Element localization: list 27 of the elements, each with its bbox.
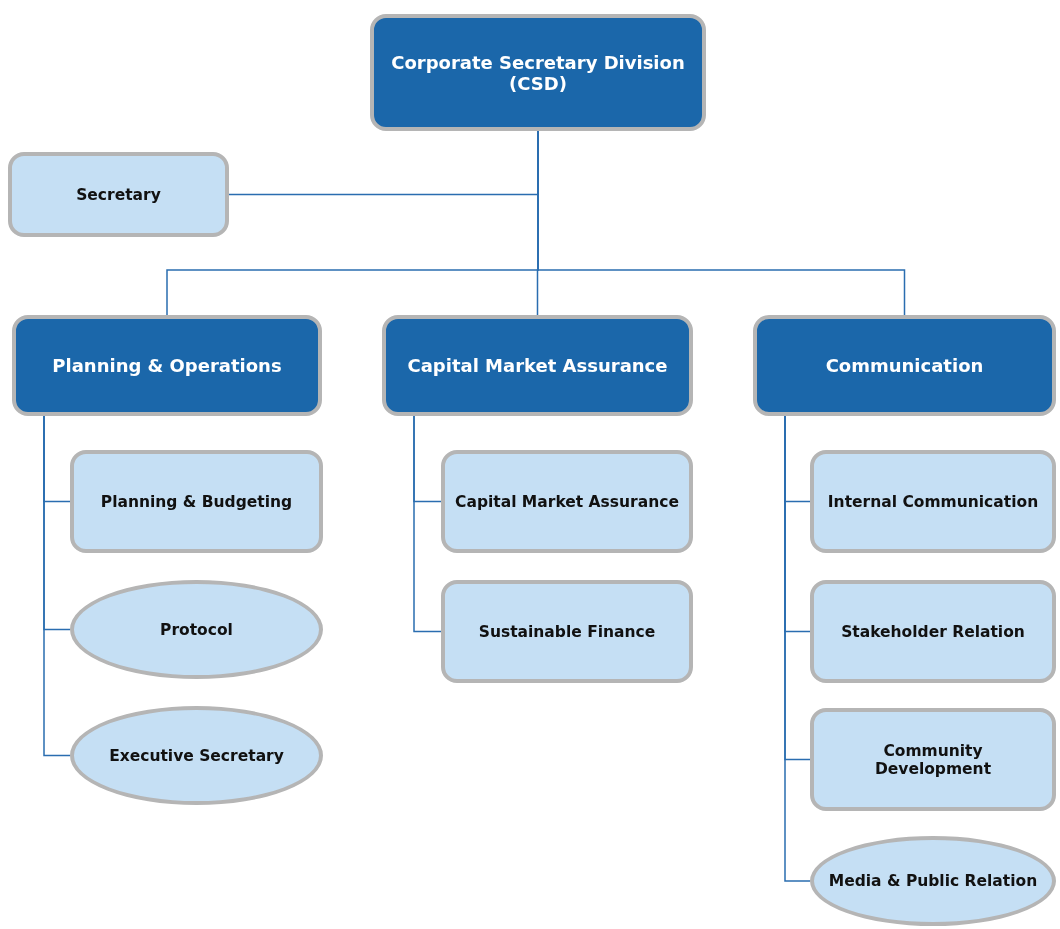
node-label: Stakeholder Relation xyxy=(841,622,1025,641)
department-box xyxy=(753,315,1056,416)
unit-box xyxy=(810,580,1056,683)
node-label: Secretary xyxy=(76,185,161,204)
node-label: Internal Communication xyxy=(827,492,1039,511)
unit-box xyxy=(8,152,229,237)
node-label: Sustainable Finance xyxy=(478,622,656,641)
node-label: Community Development xyxy=(873,741,993,778)
unit-box xyxy=(810,708,1056,811)
department-box xyxy=(382,315,693,416)
department-box xyxy=(370,14,706,131)
node-label: Communication xyxy=(825,355,984,376)
unit-box xyxy=(441,450,693,553)
node-label: Capital Market Assurance xyxy=(455,492,679,511)
node-label: Planning & Budgeting xyxy=(100,492,293,511)
connector-line xyxy=(43,415,71,757)
unit-box xyxy=(70,450,323,553)
node-label: Media & Public Relation xyxy=(828,872,1038,890)
department-box xyxy=(12,315,322,416)
node-label: Executive Secretary xyxy=(109,746,284,765)
unit-box xyxy=(810,450,1056,553)
node-label: Capital Market Assurance xyxy=(407,355,668,376)
node-label: Planning & Operations xyxy=(52,355,282,376)
node-label: Corporate Secretary Division (CSD) xyxy=(390,51,686,94)
node-label: Protocol xyxy=(160,620,233,639)
unit-box xyxy=(441,580,693,683)
connector-line xyxy=(413,415,442,633)
